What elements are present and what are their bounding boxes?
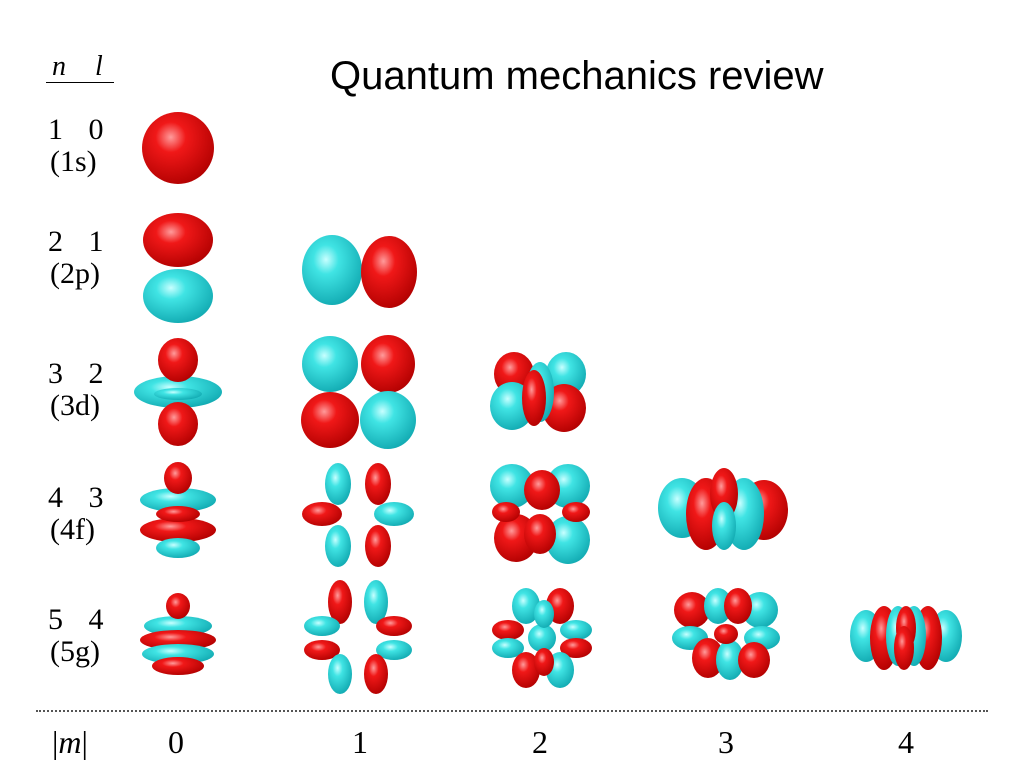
row-l: 1 [88, 225, 104, 258]
orbital-1s-m0 [142, 112, 214, 184]
orbital-4f-m1 [302, 463, 414, 567]
orbital-5g-m1 [304, 580, 412, 694]
orbital-name: (3d) [50, 389, 100, 422]
row-label-4f: 4 3 (4f) [46, 482, 126, 546]
row-nl-5g: 5 4 [46, 604, 126, 636]
row-n: 4 [48, 481, 63, 514]
orbital-3d-m0 [134, 338, 222, 446]
m-value-4: 4 [898, 724, 914, 760]
row-n: 2 [48, 225, 63, 258]
m-symbol: m [58, 724, 82, 760]
row-n: 3 [48, 357, 63, 390]
m-axis-label: |m| [52, 724, 88, 760]
row-l: 0 [88, 113, 104, 146]
orbital-5g-m0 [140, 593, 216, 675]
row-n: 1 [48, 113, 63, 146]
orbital-2p-m1 [302, 235, 417, 308]
orbital-4f-m2 [490, 464, 590, 564]
row-label-5g: 5 4 (5g) [46, 604, 126, 668]
slide-title: Quantum mechanics review [330, 54, 824, 98]
row-l: 2 [88, 357, 104, 390]
orbital-2p-m0 [143, 213, 213, 323]
row-nl-2p: 2 1 [46, 226, 126, 258]
n-header: n [52, 51, 66, 82]
m-value-1: 1 [352, 724, 368, 760]
orbital-4f-m3 [658, 468, 788, 550]
orbital-name: (4f) [50, 513, 95, 546]
row-nl-4f: 4 3 [46, 482, 126, 514]
orbital-name: (5g) [50, 635, 100, 668]
l-header: l [95, 51, 103, 82]
orbital-5g-m3 [672, 588, 780, 680]
n-l-header: n l [46, 52, 114, 83]
row-nl-3d: 3 2 [46, 358, 126, 390]
orbital-name: (1s) [50, 145, 97, 178]
orbital-4f-m0 [140, 462, 216, 558]
m-value-2: 2 [532, 724, 548, 760]
row-label-3d: 3 2 (3d) [46, 358, 126, 422]
row-l: 3 [88, 481, 104, 514]
m-value-0: 0 [168, 724, 184, 760]
orbital-5g-m2 [492, 588, 592, 688]
row-n: 5 [48, 603, 63, 636]
row-l: 4 [88, 603, 104, 636]
orbital-3d-m1 [301, 335, 416, 449]
orbital-5g-m4 [850, 606, 962, 670]
row-nl-1s: 1 0 [46, 114, 126, 146]
orbital-name: (2p) [50, 257, 100, 290]
row-label-1s: 1 0 (1s) [46, 114, 126, 178]
orbital-3d-m2 [490, 352, 586, 432]
row-label-2p: 2 1 (2p) [46, 226, 126, 290]
m-value-3: 3 [718, 724, 734, 760]
axis-divider [36, 710, 988, 712]
